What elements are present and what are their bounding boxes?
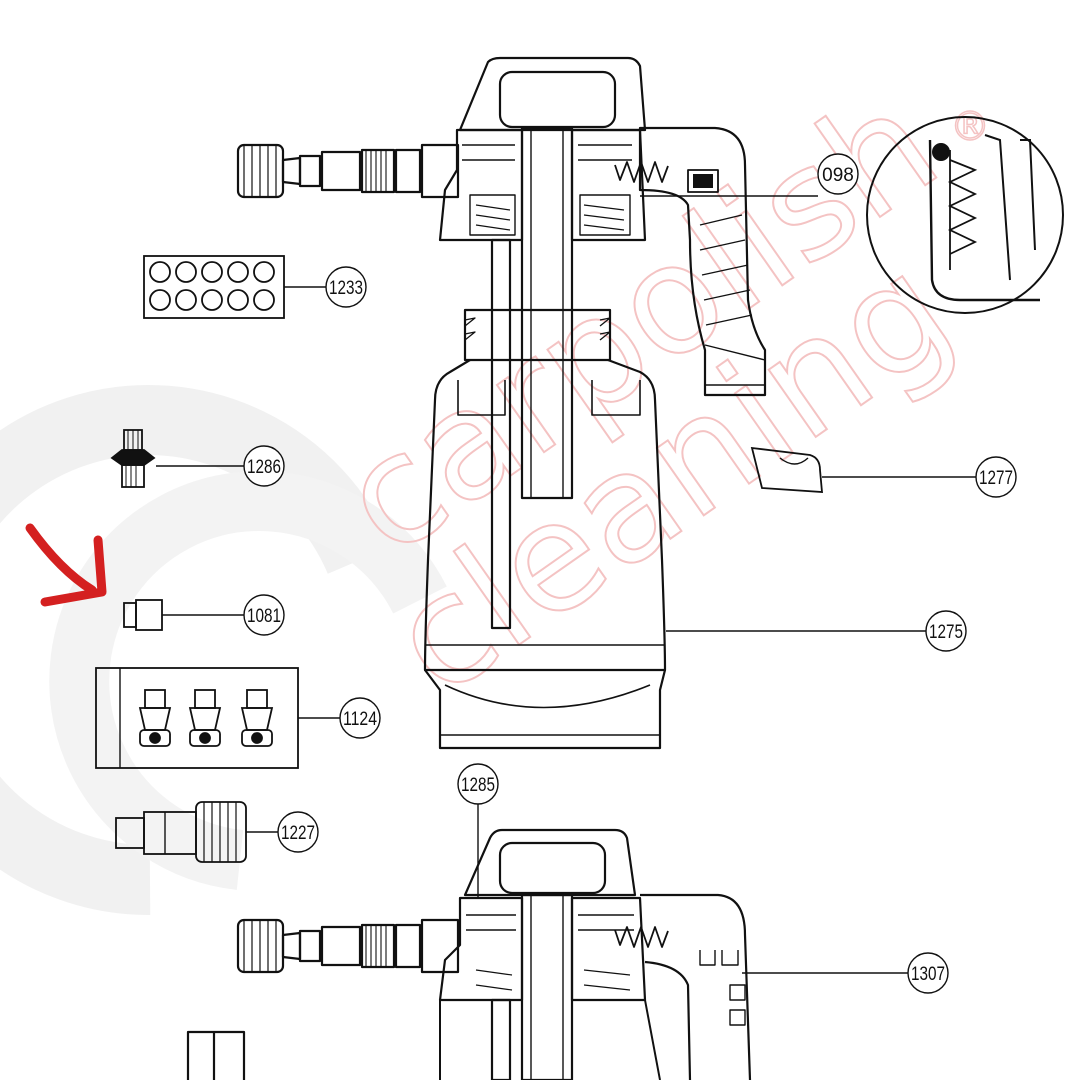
svg-text:1286: 1286: [247, 457, 281, 478]
callout-1124: 1124: [339, 697, 381, 739]
callout-1307: 1307: [907, 952, 949, 994]
leader-lines: [156, 195, 976, 974]
trigger-grip: [638, 126, 767, 397]
partial-box-bottom-left: [186, 1030, 246, 1080]
pump-handle-grip-slot: [498, 70, 617, 129]
svg-text:1233: 1233: [329, 278, 363, 299]
callout-1286: 1286: [243, 445, 285, 487]
highlight-arrow-icon: [25, 523, 107, 607]
watermark-logo-arc-inner: [49, 471, 447, 890]
watermark-registered-mark: ®: [950, 104, 990, 150]
detail-zoom: [866, 116, 1064, 314]
callout-098: 098: [817, 153, 859, 195]
part-1286-valve: [110, 429, 156, 488]
callout-1277: 1277: [975, 456, 1017, 498]
svg-text:1307: 1307: [911, 964, 945, 985]
part-1227-coupling: [115, 801, 247, 863]
callout-1227: 1227: [277, 811, 319, 853]
svg-text:1124: 1124: [343, 709, 377, 730]
dip-tube: [490, 238, 512, 630]
svg-text:098: 098: [822, 165, 854, 186]
sprayer-assembly-top: [236, 56, 767, 750]
outlet-fitting-top: [236, 143, 460, 199]
part-1277-clip: [750, 446, 823, 493]
sprayer-assembly-bottom: [186, 828, 752, 1080]
callout-1081: 1081: [243, 594, 285, 636]
detail-zoom-circle: [866, 116, 1064, 314]
svg-text:1275: 1275: [929, 622, 963, 643]
pump-handle-lower: [463, 828, 637, 897]
svg-text:1285: 1285: [461, 775, 495, 796]
svg-text:1081: 1081: [247, 606, 281, 627]
bottle-base: [424, 669, 667, 750]
pump-head-body: [438, 128, 524, 242]
callout-1275: 1275: [925, 610, 967, 652]
callout-1285: 1285: [457, 763, 499, 805]
watermark-logo-arc: [0, 385, 393, 916]
callouts: 098 1233 1286 1277 1081 1275 1124 1285: [243, 153, 1017, 994]
callout-1233: 1233: [325, 266, 367, 308]
svg-text:1277: 1277: [979, 468, 1013, 489]
trigger-grip-lower: [640, 893, 752, 1080]
svg-text:1227: 1227: [281, 823, 315, 844]
outlet-fitting-bottom: [236, 918, 460, 974]
grip-window: [687, 169, 719, 193]
bottle-body: [423, 358, 667, 672]
part-1233-washer-sheet: [143, 255, 285, 319]
pump-handle: [458, 56, 647, 132]
